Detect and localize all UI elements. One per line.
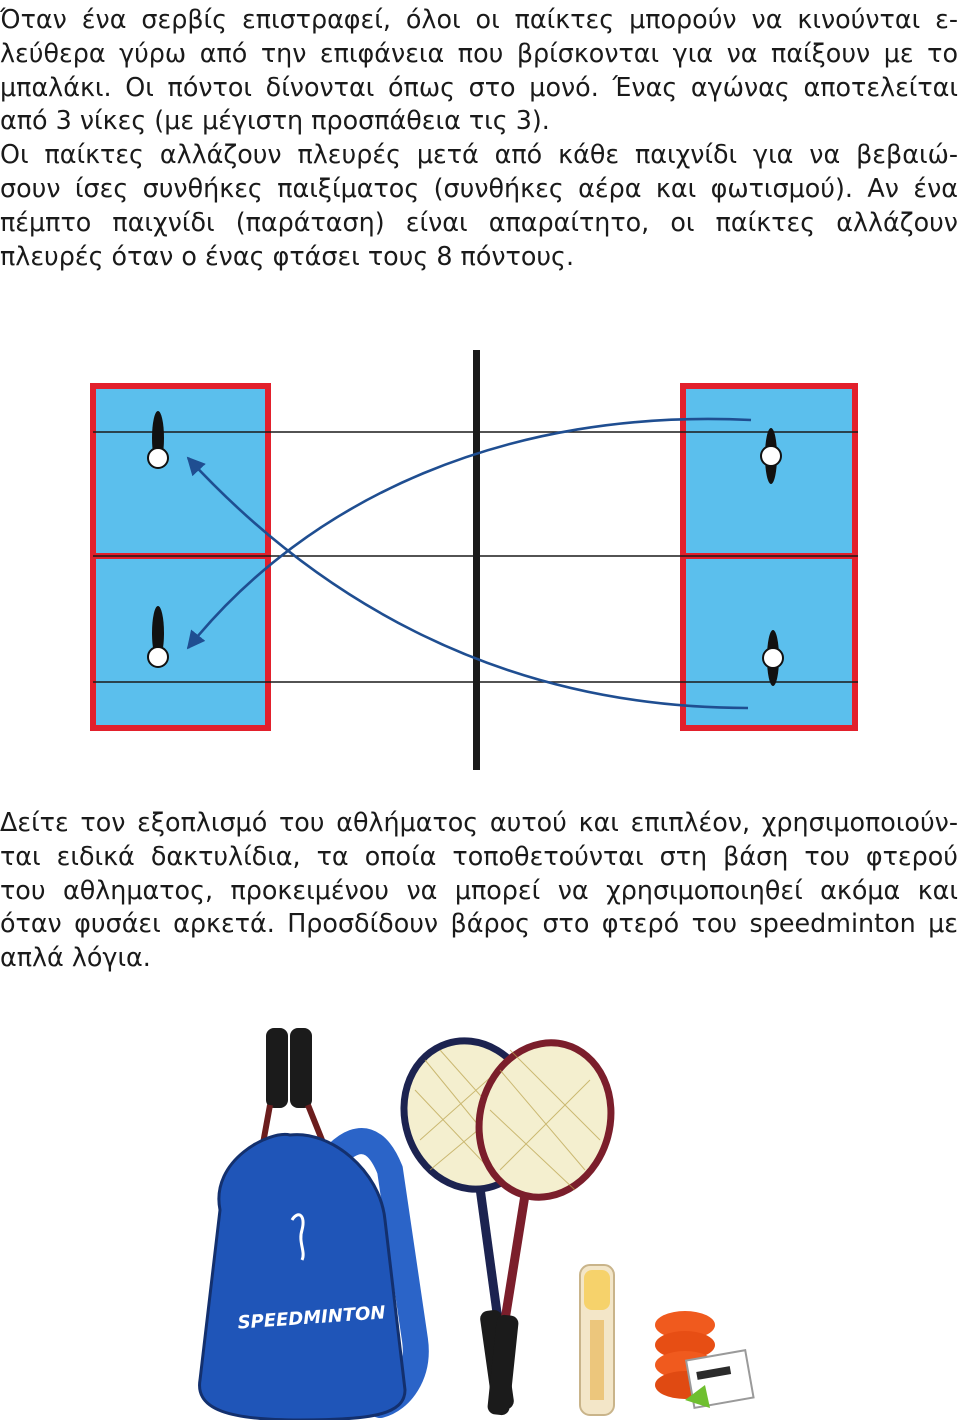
text-line: πέμπτο παιχνίδι (παράταση) είναι απαραίτ… bbox=[0, 206, 958, 237]
text-line: μπαλάκι. Οι πόντοι δίνονται όπως στο μον… bbox=[0, 71, 958, 102]
shuttle-tube bbox=[579, 1264, 615, 1416]
text-line: Όταν ένα σερβίς επιστραφεί, όλοι οι παίκ… bbox=[0, 4, 958, 34]
text-line: Δείτε τον εξοπλισμό του αθλήματος αυτού … bbox=[0, 807, 958, 837]
text-line: ται ειδικά δακτυλίδια, τα οποία τοποθετο… bbox=[0, 840, 958, 871]
racket-bag: SPEEDMINTON bbox=[198, 1132, 407, 1420]
doubles-court-diagram bbox=[90, 350, 858, 770]
player-icon bbox=[760, 428, 782, 484]
equipment-paragraph: Δείτε τον εξοπλισμό του αθλήματος αυτού … bbox=[0, 806, 958, 975]
text-line: σουν ίσες συνθήκες παιξίματος (συνθήκες … bbox=[0, 172, 958, 203]
gecko-logo bbox=[290, 1213, 305, 1261]
right-court bbox=[680, 383, 858, 731]
text-line: Οι παίκτες αλλάζουν πλευρές μετά από κάθ… bbox=[0, 139, 958, 170]
shot-arrow-top bbox=[186, 417, 752, 650]
left-top-box bbox=[90, 383, 271, 559]
left-bottom-box bbox=[90, 553, 271, 731]
racket-red bbox=[475, 1039, 615, 1416]
player-icon bbox=[762, 630, 784, 686]
text-line: όταν φυσάει αρκετά. Προσδίδουν βάρος στο… bbox=[0, 908, 958, 939]
text-line: απλά λόγια. bbox=[0, 942, 151, 973]
speedminton-equipment-photo: SPEEDMINTON bbox=[198, 1028, 755, 1420]
bag-racket-handles bbox=[257, 1028, 333, 1162]
net-line bbox=[473, 350, 480, 770]
player-icon bbox=[147, 606, 169, 668]
player-icon bbox=[147, 411, 169, 469]
rules-paragraph: Όταν ένα σερβίς επιστραφεί, όλοι οι παίκ… bbox=[0, 3, 958, 273]
text-line: πλευρές όταν ο ένας φτάσει τους 8 πόντου… bbox=[0, 240, 575, 271]
text-line: λεύθερα γύρω από την επιφάνεια που βρίσκ… bbox=[0, 37, 958, 68]
instruction-packet bbox=[684, 1349, 755, 1410]
left-court bbox=[90, 383, 271, 731]
text-line: από 3 νίκες (με μέγιστη προσπάθεια τις 3… bbox=[0, 105, 550, 136]
text-line: του αθληματος, προκειμένου να μπορεί να … bbox=[0, 874, 958, 905]
shot-arrow-bottom bbox=[186, 456, 749, 710]
